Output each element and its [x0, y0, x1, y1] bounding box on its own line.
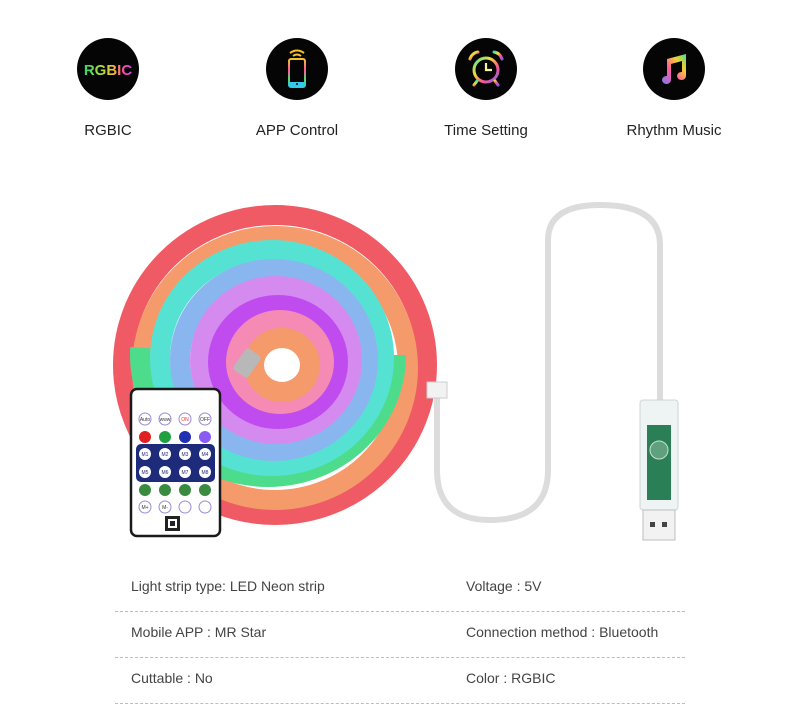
svg-text:M4: M4 — [202, 452, 209, 458]
feature-label: Rhythm Music — [626, 122, 722, 139]
svg-text:M5: M5 — [142, 470, 149, 476]
spec-connection-method: Connection method : Bluetooth — [466, 624, 659, 640]
svg-text:Auto: Auto — [140, 417, 151, 423]
music-note-icon — [662, 54, 686, 84]
feature-app-control: APP Control — [217, 38, 377, 139]
spec-row: Mobile APP : MR Star Connection method :… — [115, 612, 685, 658]
feature-time-setting: Time Setting — [406, 38, 566, 139]
spec-row: Light strip type: LED Neon strip Voltage… — [115, 566, 685, 612]
product-image: Auto www ON OFF M1 M2 M3 M4 M5 M6 M7 M8 M+ M- — [0, 180, 800, 560]
spec-row: Cuttable : No Color : RGBIC — [115, 658, 685, 704]
feature-label: Time Setting — [444, 122, 528, 139]
feature-label: RGBIC — [84, 122, 132, 139]
rhythm-music-badge — [643, 38, 705, 100]
feature-label: APP Control — [255, 122, 339, 139]
spec-voltage: Voltage : 5V — [466, 578, 542, 594]
spec-strip-type: Light strip type: LED Neon strip — [131, 578, 325, 594]
svg-text:M2: M2 — [162, 452, 169, 458]
svg-text:OFF: OFF — [200, 417, 210, 423]
svg-text:M+: M+ — [141, 505, 148, 511]
svg-text:M-: M- — [162, 505, 168, 511]
svg-text:ON: ON — [181, 417, 189, 423]
spec-cuttable: Cuttable : No — [131, 670, 213, 686]
alarm-clock-icon — [468, 50, 504, 87]
feature-rgbic: RGBIC RGBIC — [28, 38, 188, 139]
phone-wireless-icon — [288, 49, 306, 88]
svg-text:M6: M6 — [162, 470, 169, 476]
rgbic-text-icon: RGBIC — [84, 62, 133, 79]
spec-table: Light strip type: LED Neon strip Voltage… — [115, 566, 685, 704]
svg-text:M8: M8 — [202, 470, 209, 476]
svg-text:www: www — [160, 417, 171, 423]
time-setting-badge — [455, 38, 517, 100]
svg-text:M7: M7 — [182, 470, 189, 476]
app-control-badge — [266, 38, 328, 100]
neon-strip-illustration: Auto www ON OFF M1 M2 M3 M4 M5 M6 M7 M8 M+ M- — [113, 201, 679, 541]
rgbic-badge: RGBIC — [77, 38, 139, 100]
svg-text:M3: M3 — [182, 452, 189, 458]
spec-mobile-app: Mobile APP : MR Star — [131, 624, 267, 640]
feature-rhythm-music: Rhythm Music — [594, 38, 754, 139]
svg-text:M1: M1 — [142, 452, 149, 458]
svg-text:RGBIC: RGBIC — [84, 62, 133, 79]
spec-color: Color : RGBIC — [466, 670, 556, 686]
